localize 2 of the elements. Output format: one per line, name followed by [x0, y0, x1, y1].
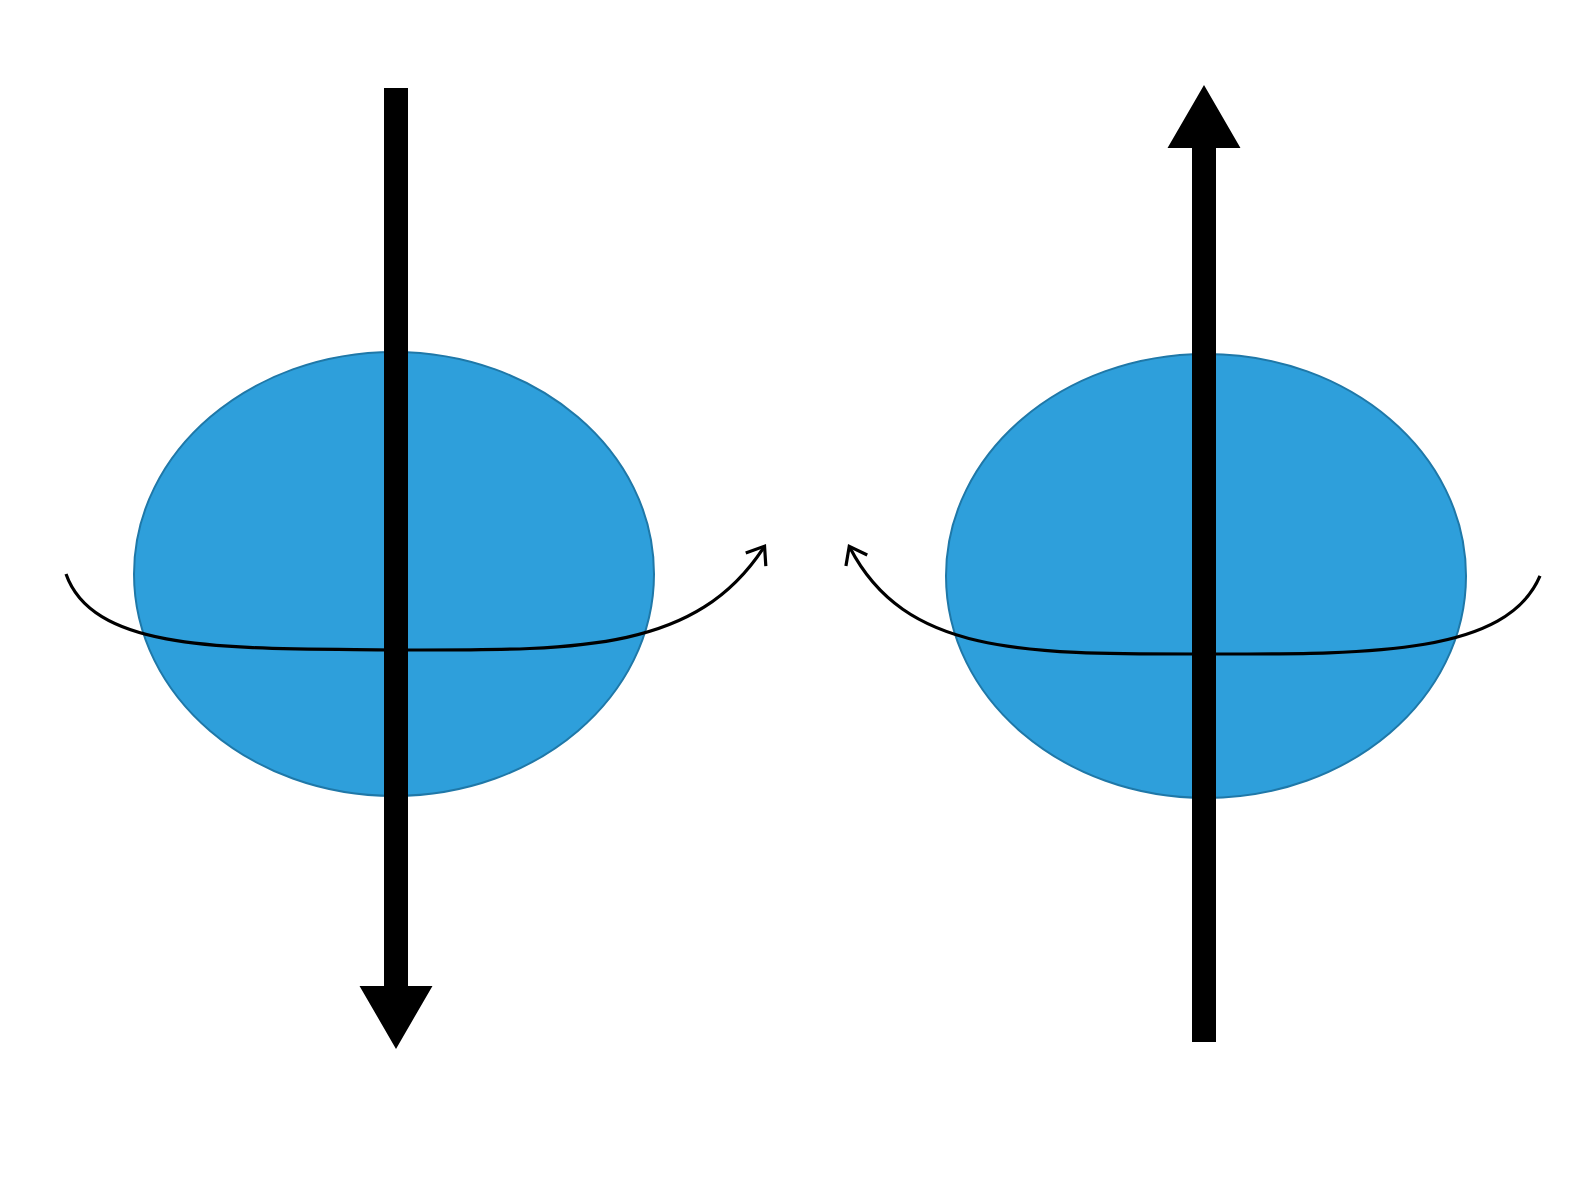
sphere [133, 351, 655, 797]
sphere [945, 353, 1467, 799]
